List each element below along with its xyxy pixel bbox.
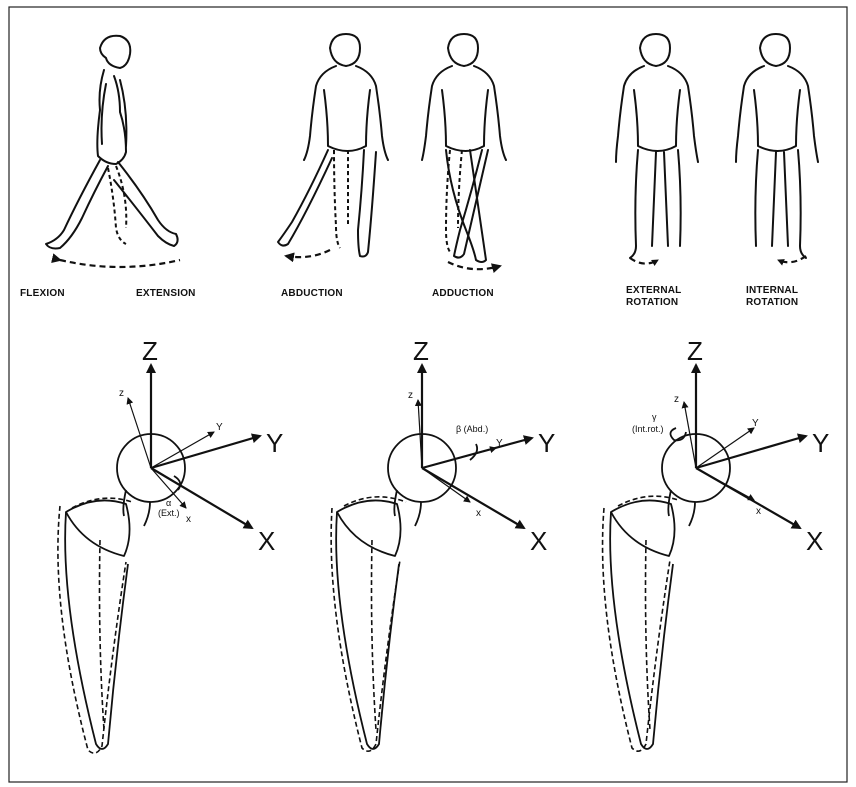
axis-label-big-y-1: Y <box>266 428 283 458</box>
alpha-label: (Ext.) <box>158 508 180 518</box>
axis-label-small-z-1: z <box>119 388 124 399</box>
figure-internal-rotation <box>736 34 818 262</box>
label-extension: EXTENSION <box>136 288 196 299</box>
gamma-symbol: γ <box>652 412 657 422</box>
axis-label-small-y-3: Y <box>752 418 759 429</box>
axis-label-big-z-1: Z <box>142 336 158 366</box>
label-adduction: ADDUCTION <box>432 288 494 299</box>
label-internal-rotation-2: ROTATION <box>746 297 798 308</box>
axis-label-small-z-3: z <box>674 394 679 405</box>
label-internal-rotation-1: INTERNAL <box>746 285 798 296</box>
gamma-label: (Int.rot.) <box>632 424 664 434</box>
axis-label-big-y-2: Y <box>538 428 555 458</box>
figure-flexion-extension <box>46 36 180 267</box>
axis-label-big-x-2: X <box>530 526 547 556</box>
axis-label-small-x-1: x <box>186 514 191 525</box>
axis-label-small-x-2: x <box>476 508 481 519</box>
label-abduction: ABDUCTION <box>281 288 343 299</box>
figure-abduction <box>278 34 388 257</box>
label-external-rotation-2: ROTATION <box>626 297 678 308</box>
implant-diagram-abduction <box>331 365 532 751</box>
alpha-symbol: α <box>166 498 171 508</box>
axis-label-small-z-2: z <box>408 390 413 401</box>
beta-label: β (Abd.) <box>456 424 488 434</box>
axis-label-small-y-1: Y <box>216 422 223 433</box>
axis-label-big-z-3: Z <box>687 336 703 366</box>
axis-label-big-x-1: X <box>258 526 275 556</box>
axis-label-big-x-3: X <box>806 526 823 556</box>
figure-adduction <box>422 34 506 269</box>
label-external-rotation-1: EXTERNAL <box>626 285 682 296</box>
axis-label-small-x-3: x <box>756 506 761 517</box>
label-flexion: FLEXION <box>20 288 65 299</box>
axis-label-big-y-3: Y <box>812 428 829 458</box>
axis-label-big-z-2: Z <box>413 336 429 366</box>
axis-label-small-y-2: Y <box>496 438 503 449</box>
implant-diagram-extension <box>58 365 260 753</box>
figure-external-rotation <box>616 34 698 264</box>
implant-diagram-internal-rotation <box>603 365 806 751</box>
